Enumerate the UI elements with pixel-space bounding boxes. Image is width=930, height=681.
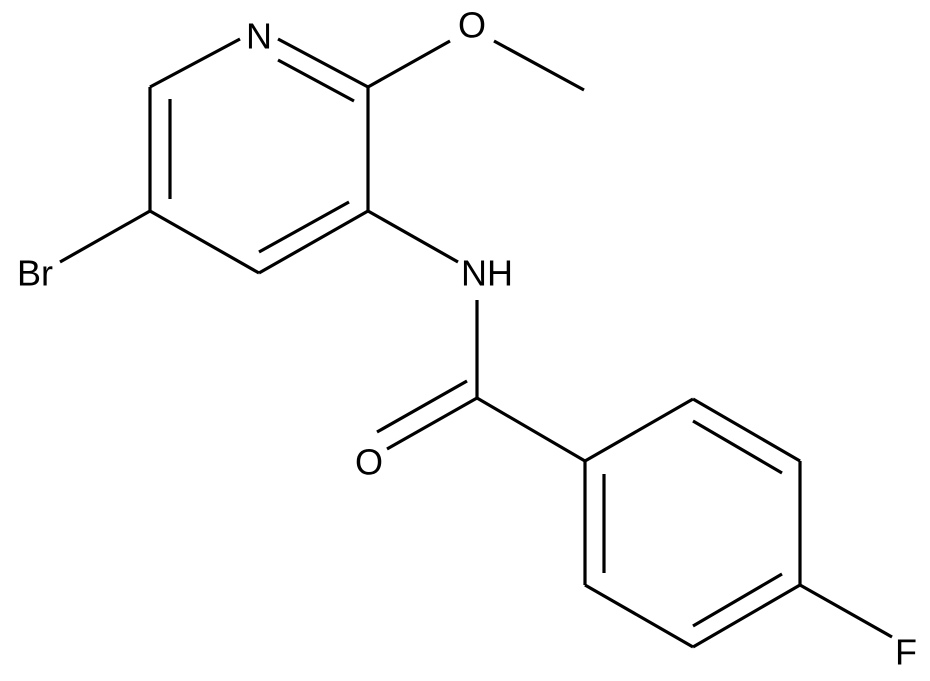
bond-c2-o [367,39,451,89]
atom-label-o-carbonyl: O [355,442,383,483]
bond-c4-c5 [149,209,260,275]
bond-ph-c2-c3-inner [692,419,783,475]
bond-c3-c4 [258,209,369,275]
bond-c3-c4-inner [258,200,350,254]
atom-label-br: Br [17,253,53,294]
bond-ph-c4-c5-inner [692,572,783,628]
atom-label-nh: NH [461,253,513,294]
bond-ph-c5-c6 [584,583,694,649]
bond-carbonyl-double-2 [376,379,468,434]
atom-label-o-methoxy: O [458,5,486,46]
bond-c4-f [799,583,893,639]
bond-carbonyl-double-1 [386,396,478,451]
bond-c6-n1 [149,37,241,89]
bond-n1-c2-inner [277,58,355,103]
bond-carbonyl-c-phenyl [476,396,586,463]
bond-ph-c1-c2 [584,397,694,463]
atom-label-f: F [895,632,917,673]
bond-n1-c2 [277,37,369,89]
bond-o-ch3 [493,39,585,92]
atom-label-n-ring: N [246,16,272,57]
bond-ph-c4-c5 [692,583,801,649]
bond-c3-nh [367,209,459,264]
bond-ph-c2-c3 [692,397,801,463]
bond-c5-br [59,209,151,264]
